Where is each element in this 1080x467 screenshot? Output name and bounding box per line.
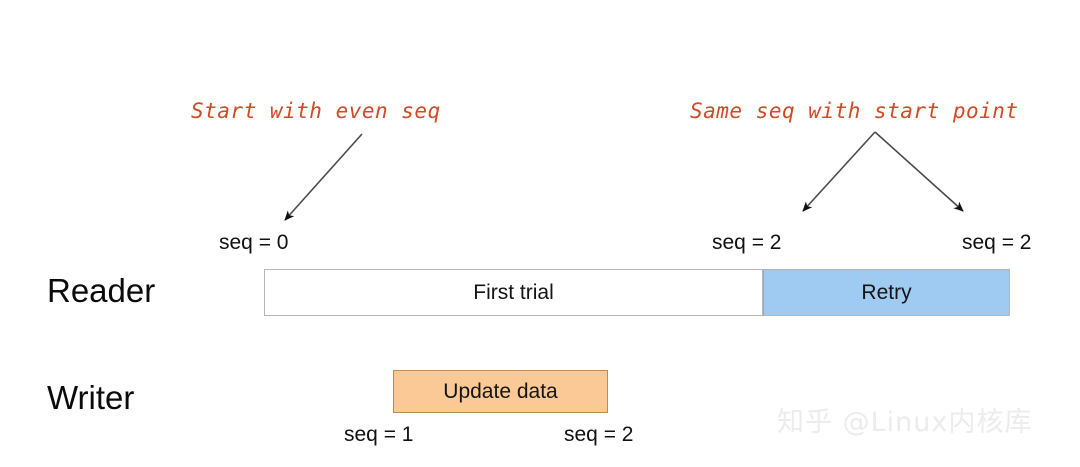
annotation-same-seq-with-start-point: Same seq with start point [690, 99, 1019, 123]
arrow-right-annotation-to-retry-start [802, 131, 876, 212]
reader-segment-first-trial: First trial [264, 269, 763, 316]
annotation-start-with-even-seq: Start with even seq [191, 99, 441, 123]
arrow-left-annotation [284, 133, 363, 221]
reader-timeline: First trial Retry [264, 269, 1010, 316]
seq-label-writer-start: seq = 1 [344, 423, 414, 446]
watermark: 知乎 @Linux内核库 [777, 407, 1033, 438]
row-label-reader: Reader [47, 272, 156, 309]
seq-label-reader-retry-start: seq = 2 [712, 231, 782, 254]
arrow-right-annotation-to-retry-end [874, 131, 964, 212]
seq-label-writer-end: seq = 2 [564, 423, 634, 446]
seq-label-reader-start: seq = 0 [219, 231, 289, 254]
writer-block-update-data: Update data [393, 370, 608, 413]
row-label-writer: Writer [47, 379, 135, 416]
reader-segment-retry: Retry [763, 269, 1010, 316]
seq-label-reader-retry-end: seq = 2 [962, 231, 1032, 254]
